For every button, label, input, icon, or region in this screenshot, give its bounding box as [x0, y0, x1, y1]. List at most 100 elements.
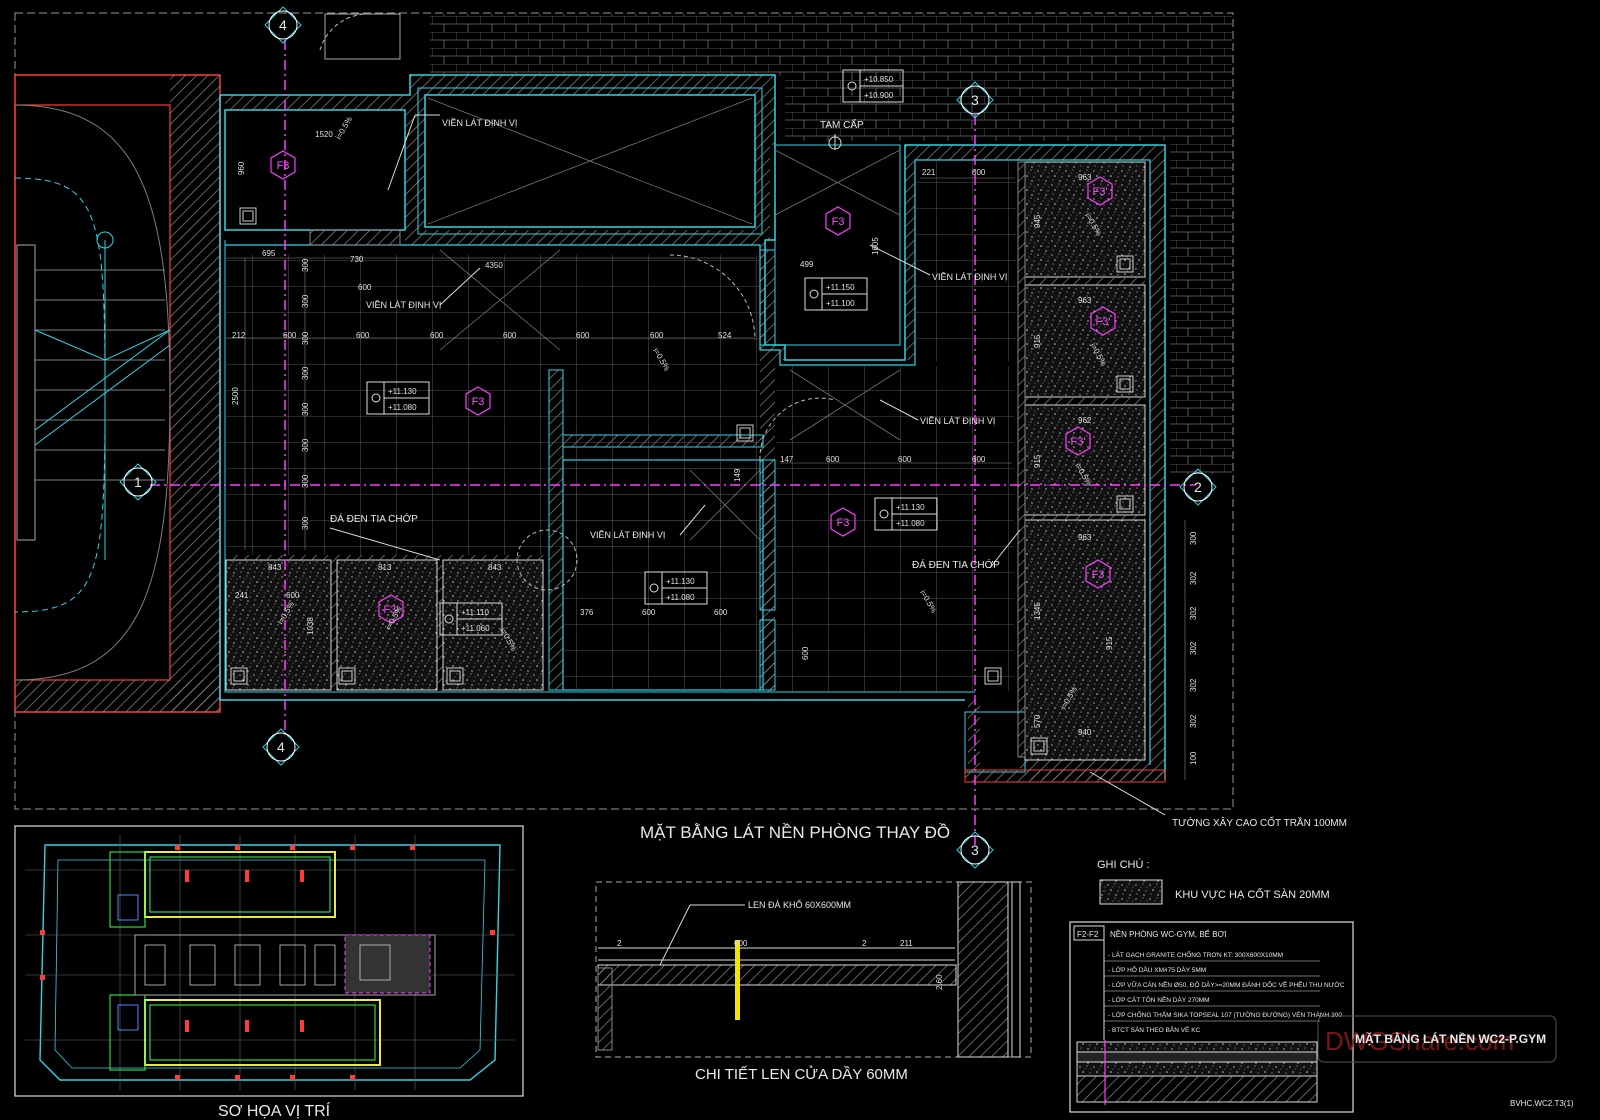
dim-text: 915 [1033, 454, 1042, 468]
grid-lines [150, 40, 1195, 845]
tag-f3: F3 [1092, 569, 1105, 581]
dim-text: 300 [301, 294, 310, 308]
label-vien-lat: VIỀN LÁT ĐỊNH VỊ [932, 272, 1007, 282]
brick-area-mid [785, 76, 1170, 141]
level-text: +11.080 [388, 403, 417, 412]
dim-text: 302 [1189, 606, 1198, 620]
dim-text: 4350 [485, 261, 503, 270]
dim-text: 376 [580, 608, 594, 617]
brick-area-right [1170, 14, 1232, 474]
spec-code: F2-F2 [1077, 930, 1099, 939]
dim-text: 600 [356, 331, 370, 340]
label-tuong-xay: TƯỜNG XÂY CAO CỐT TRẦN 100MM [1172, 815, 1347, 829]
dim-text: 1520 [315, 130, 333, 139]
location-sketch-title: SƠ HỌA VỊ TRÍ [218, 1101, 331, 1120]
dim-text: 915 [1033, 334, 1042, 348]
spec-line: - LÁT GẠCH GRANITE CHỐNG TRƠN KT: 300X60… [1108, 949, 1283, 959]
dim-text: 2 [617, 939, 622, 948]
dim-text: 600 [576, 331, 590, 340]
spec-line: - BTCT SÀN THEO BẢN VẼ KC [1108, 1025, 1201, 1034]
dim-text: 300 [301, 402, 310, 416]
dim-text: 695 [262, 249, 276, 258]
level-text: +11.080 [666, 593, 695, 602]
label-vien-lat: VIỀN LÁT ĐỊNH VỊ [366, 300, 441, 310]
grid-bubble-4-top: 4 [264, 6, 302, 44]
tag-f3p: F3' [1096, 316, 1111, 328]
level-box-6: +11.110 +11.060 [439, 602, 503, 636]
dim-text: 963 [1078, 296, 1092, 305]
dim-text: 302 [1189, 641, 1198, 655]
level-box-5: +11.130 +11.080 [644, 571, 708, 605]
dim-text: 300 [301, 331, 310, 345]
tag-f3p: F3' [1071, 436, 1086, 448]
staircase [14, 74, 221, 713]
grid-bubble-1: 1 [119, 463, 157, 501]
dim-text: 730 [350, 255, 364, 264]
sheet-title: MẶT BẰNG LÁT NỀN WC2-P.GYM [1355, 1031, 1546, 1046]
dim-text: 300 [301, 438, 310, 452]
dim-text: 524 [718, 331, 732, 340]
dim-text: 600 [283, 331, 297, 340]
dim-text: 963 [1078, 533, 1092, 542]
spec-box: F2-F2 NỀN PHÒNG WC-GYM, BỂ BƠI - LÁT GẠC… [1069, 921, 1354, 1113]
dim-text: 211 [900, 939, 913, 948]
level-text: +11.130 [388, 387, 417, 396]
level-text: +11.110 [461, 608, 490, 617]
grid-label-1: 1 [134, 474, 142, 490]
dim-text: 2500 [231, 387, 240, 405]
dim-text: 2 [862, 939, 867, 948]
level-text: +11.080 [896, 519, 925, 528]
legend-hatch-desc: KHU VỰC HẠ CỐT SÀN 20MM [1175, 887, 1330, 901]
dim-text: 915 [1105, 636, 1114, 650]
grid-label-3-bottom: 3 [971, 842, 979, 858]
dim-text: 945 [1033, 214, 1042, 228]
level-text: +11.150 [826, 283, 855, 292]
dim-text: 499 [800, 260, 814, 269]
spec-line: - LỚP VỮA CÁN NỀN Ø50, ĐỘ DÀY>=20MM ĐÁNH… [1108, 979, 1345, 989]
dim-text: 600 [642, 608, 656, 617]
dim-text: 212 [232, 331, 246, 340]
dim-text: 843 [488, 563, 502, 572]
spec-line: - LỚP CHỐNG THẤM SIKA TOPSEAL 107 (TƯỜNG… [1108, 1009, 1342, 1019]
tag-f3p: F3' [1093, 186, 1108, 198]
spec-line: - LỚP CÁT TÔN NỀN DÀY 270MM [1108, 994, 1210, 1004]
floor-drains [230, 207, 1134, 755]
dim-text: 600 [714, 608, 728, 617]
dim-text: 221 [922, 168, 936, 177]
dim-text: 300 [301, 366, 310, 380]
level-box-2: +11.150 +11.100 [804, 277, 868, 311]
tag-f3: F3 [837, 517, 850, 529]
dim-text: 600 [826, 455, 840, 464]
dim-text: 600 [286, 591, 300, 600]
dim-text: 962 [1078, 416, 1092, 425]
curb-detail: LEN ĐÁ KHỔ 60X600MM 2 600 2 211 2.60 [595, 881, 1032, 1058]
level-text: +10.900 [864, 91, 894, 100]
dim-text: 1605 [871, 237, 880, 255]
level-text: +10.850 [864, 75, 894, 84]
grid-bubble-4-bottom: 4 [262, 728, 300, 766]
grid-label-4-top: 4 [279, 17, 287, 33]
level-box-4: +11.130 +11.080 [874, 497, 938, 531]
dim-text: 100 [1189, 751, 1198, 765]
level-text: +11.130 [896, 503, 925, 512]
dim-text: 300 [1189, 531, 1198, 545]
dim-text: 940 [1078, 728, 1092, 737]
label-vien-lat: VIỀN LÁT ĐỊNH VỊ [442, 118, 517, 128]
dim-text: 302 [1189, 571, 1198, 585]
grid-label-3-top: 3 [971, 92, 979, 108]
dim-text: 600 [503, 331, 517, 340]
location-sketch [14, 825, 524, 1097]
label-vien-lat: VIỀN LÁT ĐỊNH VỊ [590, 530, 665, 540]
tile-grid-right-top [916, 161, 1016, 361]
finish-tags [270, 150, 1116, 624]
label-da-den: ĐÁ ĐEN TIA CHỚP [330, 512, 418, 525]
tag-f3: F3 [472, 396, 485, 408]
dim-text: 843 [268, 563, 282, 572]
shower-zones [225, 161, 1146, 761]
legend: GHI CHÚ : KHU VỰC HẠ CỐT SÀN 20MM [1097, 858, 1330, 905]
dim-text: 963 [1078, 173, 1092, 182]
dim-text: 300 [301, 516, 310, 530]
label-tam-cap: TAM CẤP [820, 118, 864, 131]
annotations: VIỀN LÁT ĐỊNH VỊ VIỀN LÁT ĐỊNH VỊ VIỀN L… [329, 114, 1347, 829]
